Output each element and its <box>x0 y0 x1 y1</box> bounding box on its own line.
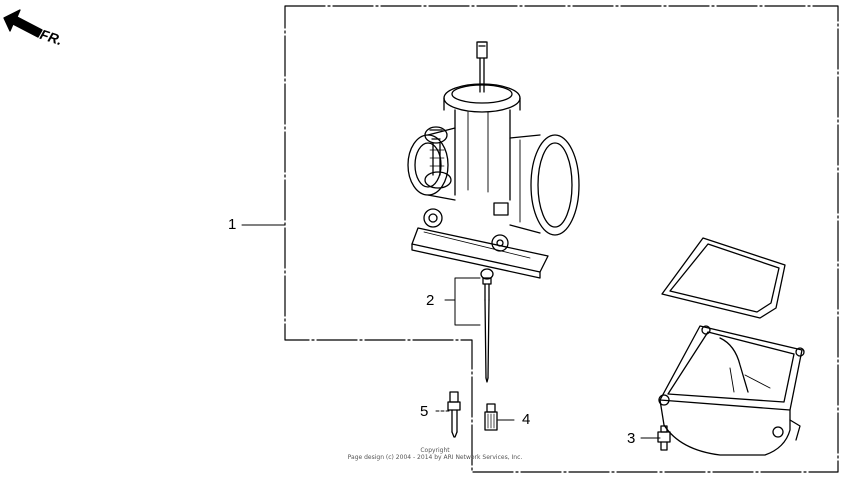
pilot-jet <box>447 391 461 438</box>
float-bowl <box>658 325 805 456</box>
callout-3: 3 <box>627 430 636 447</box>
carburetor-body <box>407 41 580 279</box>
callout-2: 2 <box>426 292 435 309</box>
copyright-notice: Copyright Page design (c) 2004 - 2014 by… <box>300 447 570 461</box>
assembly-frame <box>284 5 839 473</box>
callout-5: 5 <box>420 403 429 420</box>
jet-needle <box>480 268 494 383</box>
copyright-line-2: Page design (c) 2004 - 2014 by ARI Netwo… <box>347 454 523 461</box>
float-bowl-gasket <box>661 237 786 319</box>
callout-1: 1 <box>228 216 237 233</box>
copyright-line-1: Copyright <box>420 447 450 454</box>
main-jet <box>484 403 498 431</box>
callout-4: 4 <box>522 411 531 428</box>
drain-screw <box>657 425 671 451</box>
leader-lines <box>241 224 661 439</box>
front-arrow-icon <box>3 9 43 38</box>
